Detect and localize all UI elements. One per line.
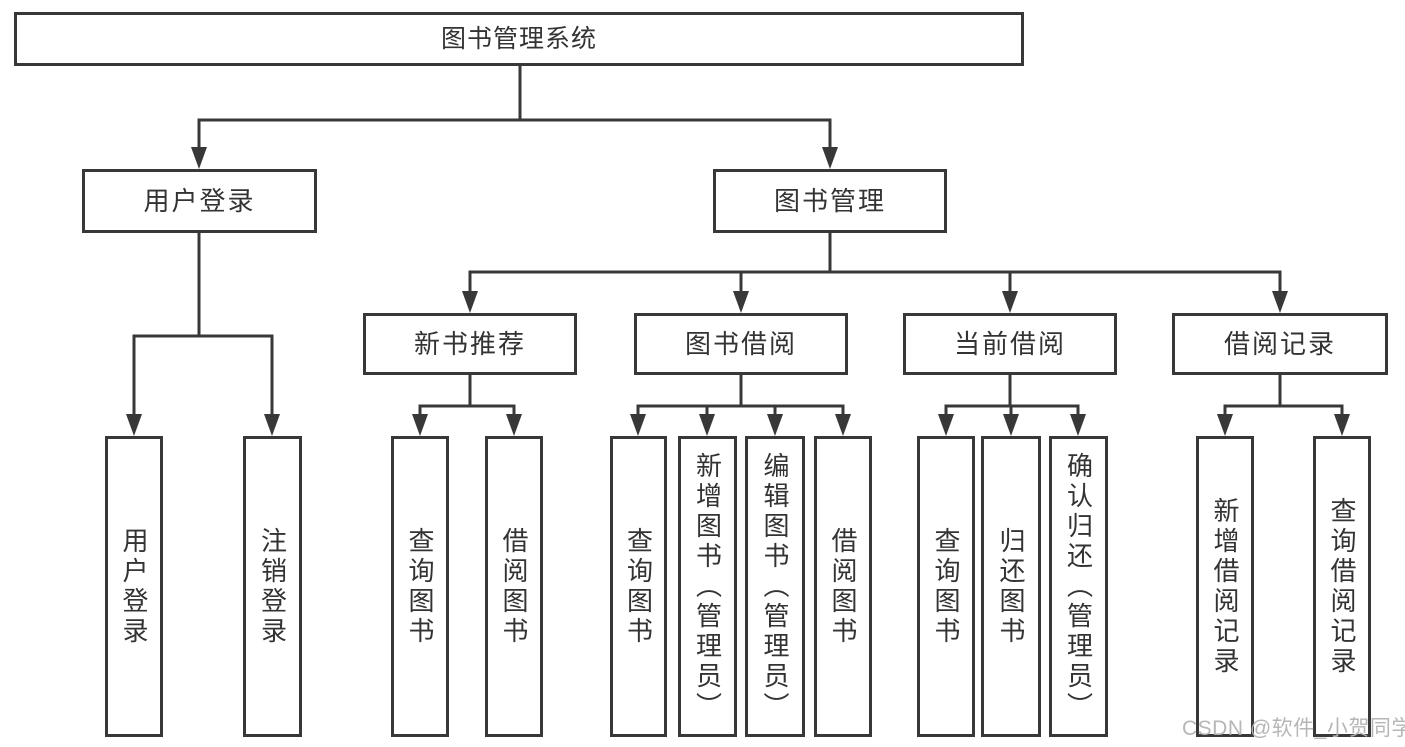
node-user-login: 用户登录: [82, 169, 317, 233]
leaf-label: 新增借阅记录: [1210, 496, 1240, 677]
node-book-management-label: 图书管理: [773, 186, 886, 216]
leaf-query-books-3: 查询图书: [917, 436, 975, 737]
leaf-add-books-admin: 新增图书（管理员）: [678, 436, 737, 737]
node-book-management: 图书管理: [713, 169, 947, 233]
leaf-edit-books-admin: 编辑图书（管理员）: [745, 436, 805, 737]
leaf-return-books: 归还图书: [981, 436, 1041, 737]
node-book-borrow-label: 图书借阅: [684, 329, 797, 359]
leaf-label: 查询图书: [405, 526, 435, 647]
leaf-confirm-return-admin: 确认归还（管理员）: [1049, 436, 1108, 737]
leaf-user-login: 用户登录: [105, 436, 163, 737]
csdn-watermark: CSDN @软件_小贺同学: [1182, 717, 1405, 740]
node-new-book-recommend: 新书推荐: [363, 313, 577, 375]
leaf-label: 用户登录: [119, 526, 149, 647]
leaf-label: 注销登录: [257, 526, 288, 647]
leaf-label: 编辑图书（管理员）: [760, 451, 790, 722]
node-root: 图书管理系统: [14, 12, 1024, 66]
leaf-label: 借阅图书: [828, 526, 858, 647]
node-book-borrow: 图书借阅: [634, 313, 848, 375]
leaf-label: 确认归还（管理员）: [1063, 451, 1094, 722]
node-current-borrow: 当前借阅: [903, 313, 1117, 375]
leaf-borrow-books-2: 借阅图书: [814, 436, 872, 737]
leaf-borrow-books-1: 借阅图书: [485, 436, 543, 737]
node-new-book-recommend-label: 新书推荐: [413, 329, 526, 359]
node-root-label: 图书管理系统: [440, 24, 597, 53]
leaf-label: 归还图书: [996, 526, 1026, 647]
leaf-query-borrow-record: 查询借阅记录: [1313, 436, 1371, 737]
node-user-login-label: 用户登录: [143, 186, 256, 216]
leaf-query-books-2: 查询图书: [610, 436, 667, 737]
leaf-label: 查询借阅记录: [1327, 496, 1357, 677]
leaf-label: 借阅图书: [499, 526, 529, 647]
node-current-borrow-label: 当前借阅: [953, 329, 1066, 359]
leaf-add-borrow-record: 新增借阅记录: [1196, 436, 1254, 737]
leaf-query-books-1: 查询图书: [391, 436, 449, 737]
node-borrow-record-label: 借阅记录: [1223, 329, 1336, 359]
leaf-logout: 注销登录: [243, 436, 302, 737]
leaf-label: 查询图书: [931, 526, 961, 647]
leaf-label: 新增图书（管理员）: [692, 451, 723, 722]
node-borrow-record: 借阅记录: [1172, 313, 1388, 375]
leaf-label: 查询图书: [623, 526, 654, 647]
